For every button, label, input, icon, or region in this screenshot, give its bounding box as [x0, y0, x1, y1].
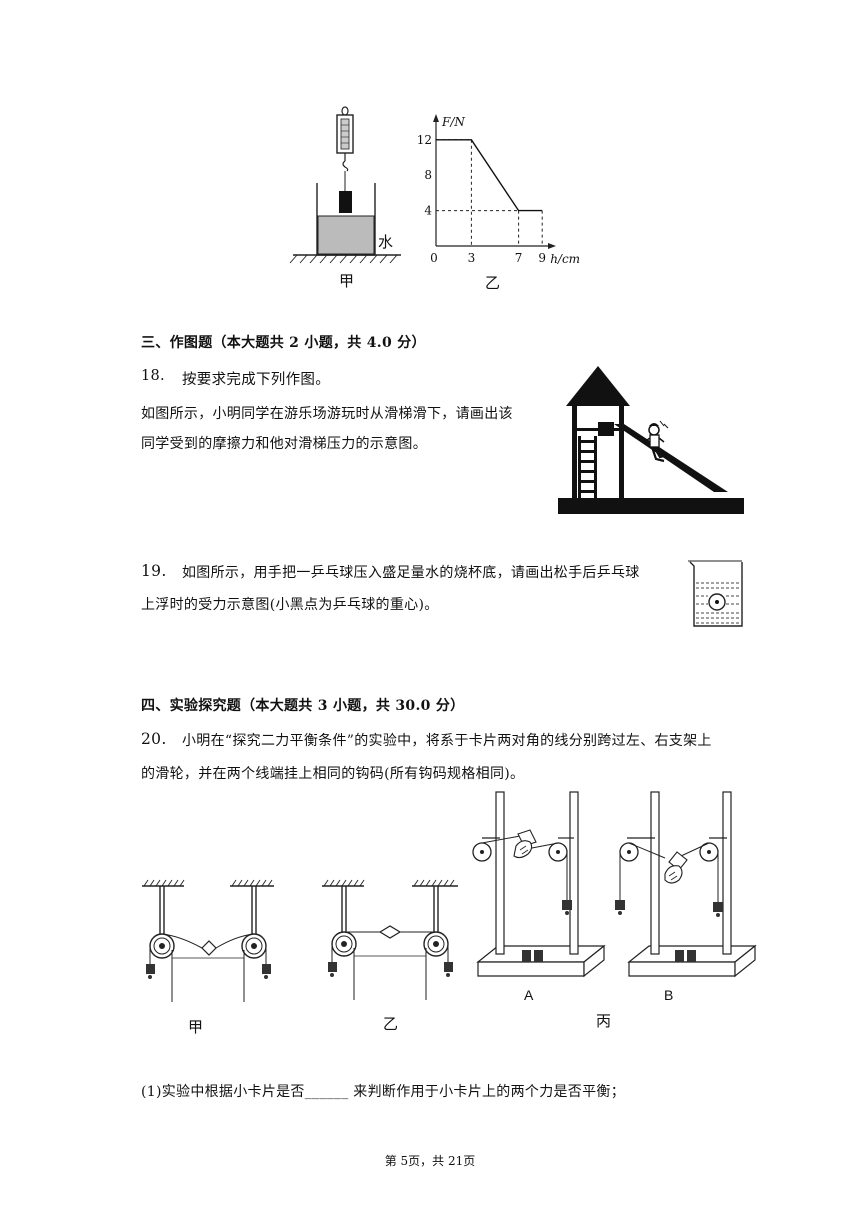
q20-number: 20.	[141, 730, 167, 748]
x-tick-label-0: 0	[430, 251, 438, 265]
q18-line1: 按要求完成下列作图。	[182, 372, 330, 388]
q20-figure-bing-a	[472, 791, 606, 978]
x-tick-label-7: 7	[515, 251, 523, 265]
x-tick-label-3: 3	[468, 251, 476, 265]
q18-line3: 同学受到的摩擦力和他对滑梯压力的示意图。	[141, 436, 427, 452]
section-3-title: 三、作图题（本大题共 2 小题，共 4.0 分）	[141, 335, 426, 351]
figure-bing-label: 丙	[596, 1012, 612, 1030]
y-axis-arrow	[433, 114, 439, 122]
q20-sub1-prefix: (1)实验中根据小卡片是否	[141, 1084, 305, 1100]
section-4-title: 四、实验探究题（本大题共 3 小题，共 30.0 分）	[141, 698, 465, 714]
slide-figure	[558, 366, 744, 514]
x-axis-arrow	[548, 243, 556, 249]
q19-number: 19.	[141, 562, 167, 580]
q20-sub1-blank[interactable]: ______	[304, 1084, 349, 1100]
q20-line2: 的滑轮，并在两个线端挂上相同的钩码(所有钩码规格相同)。	[141, 766, 525, 782]
q18-number: 18.	[141, 368, 165, 384]
q20-figure-bing-b	[615, 791, 757, 978]
q20-figure-yi	[322, 879, 458, 1000]
page-footer: 第 5页，共 21页	[384, 1154, 476, 1168]
y-tick-label-4: 4	[424, 204, 432, 218]
q20-sub1: (1)实验中根据小卡片是否______ 来判断作用于小卡片上的两个力是否平衡；	[141, 1081, 625, 1101]
q20-line1: 小明在“探究二力平衡条件”的实验中，将系于卡片两对角的线分别跨过左、右支架上	[182, 733, 712, 749]
q20-figure-jia	[142, 879, 274, 1002]
y-axis-label: F/N	[441, 115, 465, 129]
q19-line2: 上浮时的受力示意图(小黑点为乒乓球的重心)。	[141, 597, 439, 613]
figure-a-label: A	[524, 987, 534, 1003]
q20-sub1-suffix: 来判断作用于小卡片上的两个力是否平衡；	[348, 1084, 625, 1100]
figure-yi-label: 乙	[485, 274, 501, 292]
x-tick-label-9: 9	[538, 251, 546, 265]
figure-jia-label-q20: 甲	[188, 1018, 204, 1036]
figure-jia-spring-scale	[289, 106, 401, 264]
q19-line1: 如图所示，用手把一乒乓球压入盛足量水的烧杯底，请画出松手后乒乓球	[182, 565, 640, 581]
beaker-figure	[688, 560, 743, 627]
figure-yi-graph: 12 8 4 0 3 7 9 F/N h/cm	[417, 114, 580, 266]
ball-center-dot	[715, 600, 719, 604]
series-line	[436, 139, 543, 212]
y-tick-label-8: 8	[424, 168, 432, 182]
x-axis-label: h/cm	[550, 252, 580, 266]
y-tick-label-12: 12	[417, 133, 432, 147]
figure-jia-label: 甲	[339, 272, 355, 290]
figure-yi-label-q20: 乙	[383, 1015, 399, 1033]
figure-b-label: B	[664, 987, 674, 1003]
water-label: 水	[378, 233, 394, 251]
q18-line2: 如图所示，小明同学在游乐场游玩时从滑梯滑下，请画出该	[141, 406, 513, 422]
